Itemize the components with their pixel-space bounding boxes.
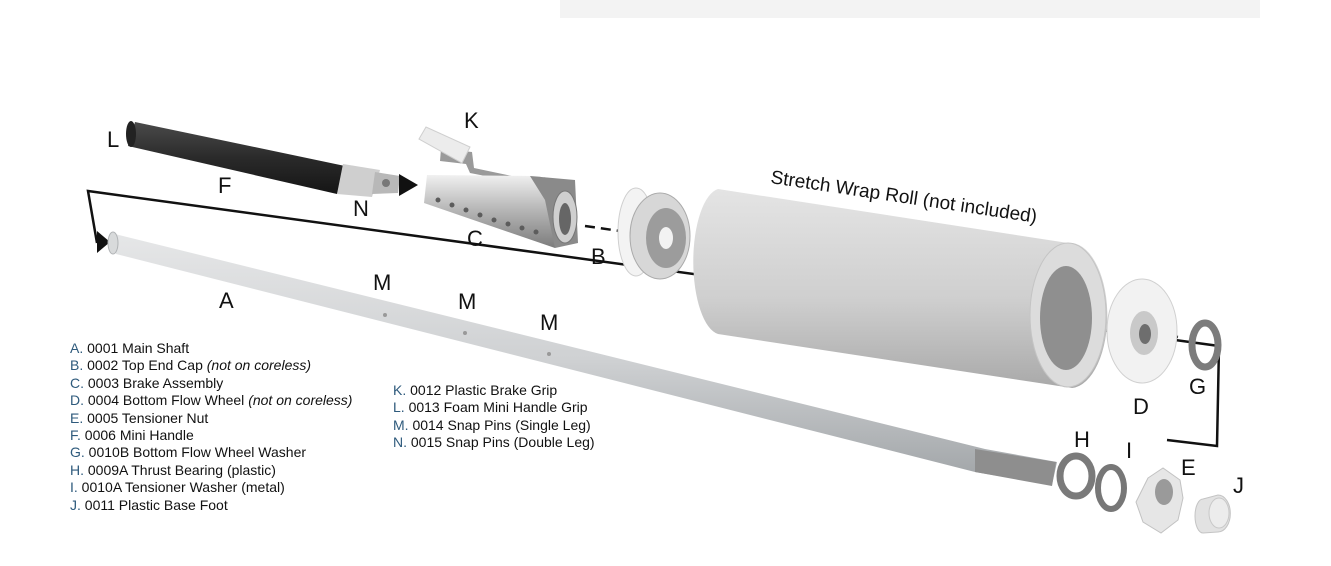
legend-letter: K.: [393, 382, 407, 398]
legend-item: N. 0015 Snap Pins (Double Leg): [393, 434, 595, 451]
legend-letter: G.: [70, 444, 85, 461]
callout-J: J: [1233, 473, 1244, 498]
legend-letter: E.: [70, 409, 84, 426]
callout-A: A: [219, 288, 234, 313]
legend-text: 0015 Snap Pins (Double Leg): [410, 434, 595, 451]
snap-pin-hole: [463, 331, 467, 335]
guide-arrowhead-handle: [399, 174, 418, 196]
legend-text: 0010A Tensioner Washer (metal): [81, 479, 285, 496]
callout-H: H: [1074, 427, 1090, 452]
flow-wheel-washer: [1188, 319, 1222, 371]
legend-item: I. 0010A Tensioner Washer (metal): [70, 479, 352, 496]
callout-M: M: [540, 310, 558, 335]
guide-arrowhead-shaft: [97, 231, 110, 253]
legend-letter: I.: [70, 479, 78, 496]
legend-item: L. 0013 Foam Mini Handle Grip: [393, 399, 595, 416]
callout-C: C: [467, 226, 483, 251]
legend-item: G. 0010B Bottom Flow Wheel Washer: [70, 444, 352, 461]
callout-L: L: [107, 127, 119, 152]
legend-letter: H.: [70, 461, 84, 478]
callout-K: K: [464, 108, 479, 133]
legend-text: 0011 Plastic Base Foot: [84, 496, 228, 513]
legend-text: 0005 Tensioner Nut: [87, 409, 209, 426]
legend-text: 0001 Main Shaft: [87, 340, 190, 356]
legend-item: K. 0012 Plastic Brake Grip: [393, 382, 595, 399]
snap-pin-hole: [383, 313, 387, 317]
legend-note: (not on coreless): [248, 392, 353, 409]
legend-text: 0012 Plastic Brake Grip: [410, 382, 558, 398]
mini-handle: [126, 121, 400, 197]
stretch-wrap-roll: [693, 189, 1108, 388]
callout-I: I: [1126, 438, 1132, 463]
callout-G: G: [1189, 374, 1206, 399]
legend-letter: C.: [70, 374, 84, 391]
legend-text: 0003 Brake Assembly: [87, 374, 224, 391]
legend-item: B. 0002 Top End Cap (not on coreless): [70, 357, 352, 374]
background-shade: [560, 0, 1260, 18]
callout-D: D: [1133, 394, 1149, 419]
legend-letter: F.: [70, 427, 81, 444]
legend-item: J. 0011 Plastic Base Foot: [70, 497, 352, 514]
brake-assembly: [418, 126, 578, 248]
legend-item: C. 0003 Brake Assembly: [70, 375, 352, 392]
plastic-base-foot: [1194, 494, 1231, 534]
bottom-flow-wheel: [1106, 278, 1178, 384]
legend-letter: M.: [393, 416, 409, 433]
callout-N: N: [353, 196, 369, 221]
legend-item: A. 0001 Main Shaft: [70, 340, 352, 357]
legend-text: 0006 Mini Handle: [84, 427, 194, 444]
legend-letter: A.: [70, 340, 84, 356]
legend-item: E. 0005 Tensioner Nut: [70, 410, 352, 427]
callout-M: M: [373, 270, 391, 295]
legend-letter: L.: [393, 399, 405, 416]
legend-letter: N.: [393, 434, 407, 451]
legend-item: F. 0006 Mini Handle: [70, 427, 352, 444]
legend-note: (not on coreless): [206, 357, 312, 374]
legend-item: D. 0004 Bottom Flow Wheel (not on corele…: [70, 392, 352, 409]
legend-text: 0002 Top End Cap: [87, 357, 203, 374]
tensioner-nut: [1135, 467, 1184, 534]
legend-item: M. 0014 Snap Pins (Single Leg): [393, 417, 595, 434]
callout-F: F: [218, 173, 231, 198]
top-end-cap: [617, 187, 691, 280]
legend-text: 0013 Foam Mini Handle Grip: [408, 399, 588, 416]
callout-M: M: [458, 289, 476, 314]
legend-text: 0009A Thrust Bearing (plastic): [87, 461, 276, 478]
main-shaft: [107, 231, 1057, 486]
callout-B: B: [591, 244, 606, 269]
legend-letter: J.: [70, 496, 81, 513]
legend-letter: B.: [70, 357, 84, 374]
legend-item: H. 0009A Thrust Bearing (plastic): [70, 462, 352, 479]
legend-letter: D.: [70, 392, 84, 409]
tensioner-washer: [1095, 464, 1127, 512]
legend-text: 0014 Snap Pins (Single Leg): [412, 416, 591, 433]
thrust-bearing: [1056, 452, 1096, 500]
snap-pin-hole: [547, 352, 551, 356]
legend-text: 0004 Bottom Flow Wheel: [87, 392, 245, 409]
legend-text: 0010B Bottom Flow Wheel Washer: [88, 444, 307, 461]
callout-E: E: [1181, 455, 1196, 480]
